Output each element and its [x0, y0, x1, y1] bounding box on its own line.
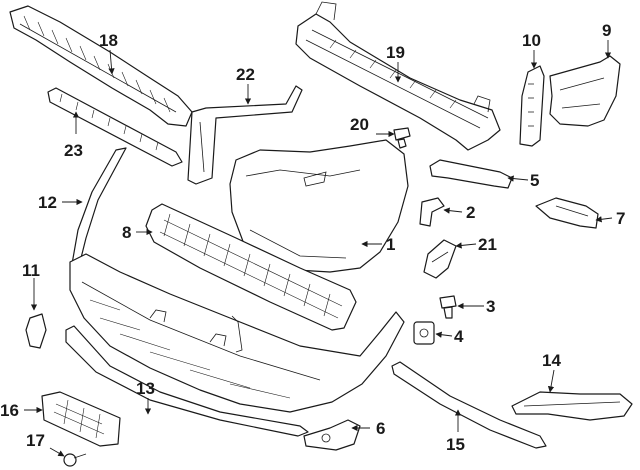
callout-11: 11 — [22, 261, 40, 280]
bumper-cover-lower — [69, 253, 405, 413]
part-7-bracket — [535, 197, 599, 229]
callout-4: 4 — [454, 327, 464, 346]
callout-5: 5 — [530, 171, 539, 190]
callout-22: 22 — [236, 65, 255, 84]
callout-1: 1 — [386, 235, 395, 254]
part-17-push-pin — [63, 453, 87, 467]
part-5-bracket — [429, 159, 513, 189]
callout-19: 19 — [386, 43, 405, 62]
part-23-absorber-strip — [47, 87, 183, 167]
part-14-side-trim — [511, 391, 633, 421]
callout-8: 8 — [122, 223, 131, 242]
callout-7: 7 — [616, 209, 625, 228]
part-12-side-strip — [71, 147, 127, 265]
part-11-bracket — [25, 313, 47, 349]
callout-9: 9 — [602, 21, 611, 40]
part-16-plate-bracket — [41, 391, 121, 447]
callout-18: 18 — [99, 31, 118, 50]
part-10-side-bracket — [519, 65, 545, 147]
callout-6: 6 — [376, 419, 385, 438]
part-22-bracket — [187, 85, 303, 185]
part-2-guide — [419, 197, 445, 227]
part-15-lower-strip — [391, 361, 547, 449]
part-9-side-support — [549, 55, 621, 127]
part-8-grille — [145, 203, 357, 331]
callout-20: 20 — [350, 115, 369, 134]
part-21-guide — [423, 239, 457, 279]
callout-2: 2 — [466, 203, 475, 222]
callout-23: 23 — [64, 141, 83, 160]
callout-3: 3 — [486, 297, 495, 316]
part-1-fascia-end — [229, 139, 409, 273]
callout-10: 10 — [522, 31, 541, 50]
callout-16: 16 — [0, 401, 19, 420]
callout-12: 12 — [38, 193, 57, 212]
callout-15: 15 — [446, 435, 465, 454]
part-6-bracket — [303, 419, 361, 451]
part-18-energy-absorber — [9, 5, 193, 127]
leader-lines — [24, 40, 613, 457]
part-13-lower-trim — [65, 325, 309, 437]
callout-13: 13 — [136, 379, 155, 398]
callout-17: 17 — [26, 431, 45, 450]
part-20-bolt — [393, 127, 411, 149]
part-4-nut — [413, 321, 435, 345]
part-3-bolt — [439, 295, 457, 319]
callout-labels: 18 23 22 19 10 9 20 5 2 7 1 21 8 12 3 4 … — [0, 21, 625, 454]
callout-21: 21 — [478, 235, 497, 254]
callout-14: 14 — [542, 351, 561, 370]
